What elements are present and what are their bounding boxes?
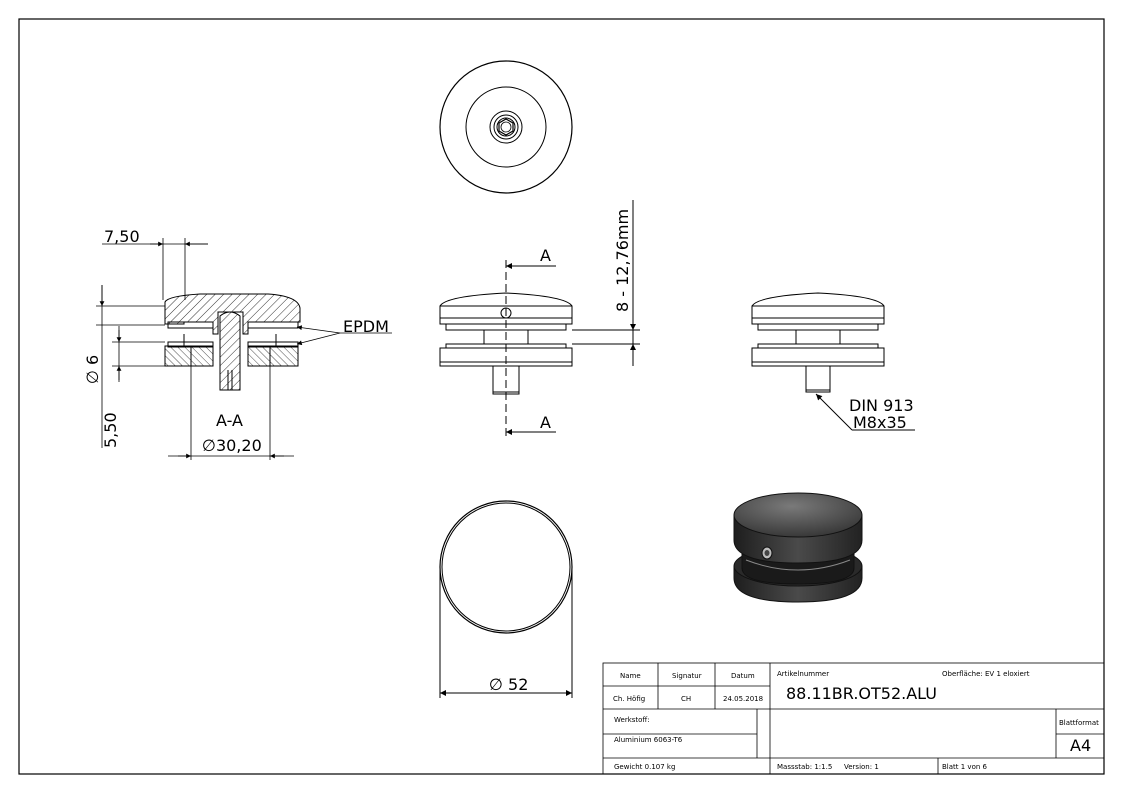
section-marker-bottom: A <box>540 413 551 432</box>
tb-oberflaeche: Oberfläche: EV 1 eloxiert <box>942 670 1030 678</box>
tb-artikel-value: 88.11BR.OT52.ALU <box>786 684 937 703</box>
dim-clamp-range: 8 - 12,76mm <box>613 209 632 312</box>
front-view <box>439 200 640 440</box>
section-marker-top: A <box>540 246 551 265</box>
section-label: A-A <box>216 411 243 430</box>
epdm-callout: EPDM <box>343 317 389 336</box>
tb-version: Version: 1 <box>844 763 879 771</box>
dim-outer-dia: ∅ 52 <box>489 675 528 694</box>
iso-render <box>733 492 863 603</box>
tb-header-datum: Datum <box>731 672 755 680</box>
section-dimensions <box>96 238 392 460</box>
tb-werkstoff-value: Aluminium 6063-T6 <box>614 736 683 744</box>
tb-header-signatur: Signatur <box>672 672 702 680</box>
tb-value-datum: 24.05.2018 <box>723 695 763 703</box>
tb-blatt: Blatt 1 von 6 <box>942 763 988 771</box>
screw-callout-line2: M8x35 <box>853 413 907 432</box>
tb-werkstoff-label: Werkstoff: <box>614 716 650 724</box>
tb-value-signatur: CH <box>681 695 691 703</box>
side-view <box>751 292 915 431</box>
tb-gewicht: Gewicht 0.107 kg <box>614 763 675 771</box>
tb-blattformat-label: Blattformat <box>1059 719 1099 727</box>
section-view <box>164 293 301 391</box>
tb-massstab: Massstab: 1:1.5 <box>777 763 832 771</box>
dim-bottom-dia: ∅30,20 <box>202 436 262 455</box>
tb-artikel-label: Artikelnummer <box>777 670 829 678</box>
tb-value-name: Ch. Höfig <box>613 695 645 703</box>
bottom-view <box>439 500 573 698</box>
dim-top-width: 7,50 <box>104 227 140 246</box>
tb-blattformat-value: A4 <box>1070 736 1091 755</box>
tb-header-name: Name <box>620 672 641 680</box>
dim-left-dia: ∅ 6 <box>83 355 102 384</box>
title-block <box>602 662 1105 775</box>
sheet-border <box>18 18 1105 775</box>
dim-left-height: 5,50 <box>101 412 120 448</box>
screw-callout-line1: DIN 913 <box>849 396 914 415</box>
top-view <box>439 60 573 194</box>
